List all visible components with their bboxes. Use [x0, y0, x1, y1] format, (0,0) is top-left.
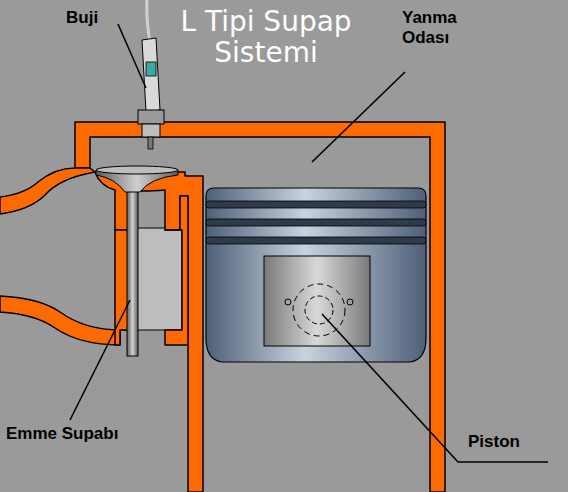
spark-plug: [138, 0, 164, 149]
part-label: Yanma Odası: [402, 8, 476, 48]
intake-valve: [96, 166, 178, 356]
leader-lines: [70, 24, 548, 462]
part-label: Emme Supabı: [6, 424, 118, 444]
cylinder-block: [0, 122, 445, 492]
part-label: Buji: [66, 8, 98, 28]
diagram-title: L Tipi Supap Sistemi: [178, 6, 354, 68]
piston: [206, 188, 426, 362]
part-label: Piston: [468, 432, 520, 452]
